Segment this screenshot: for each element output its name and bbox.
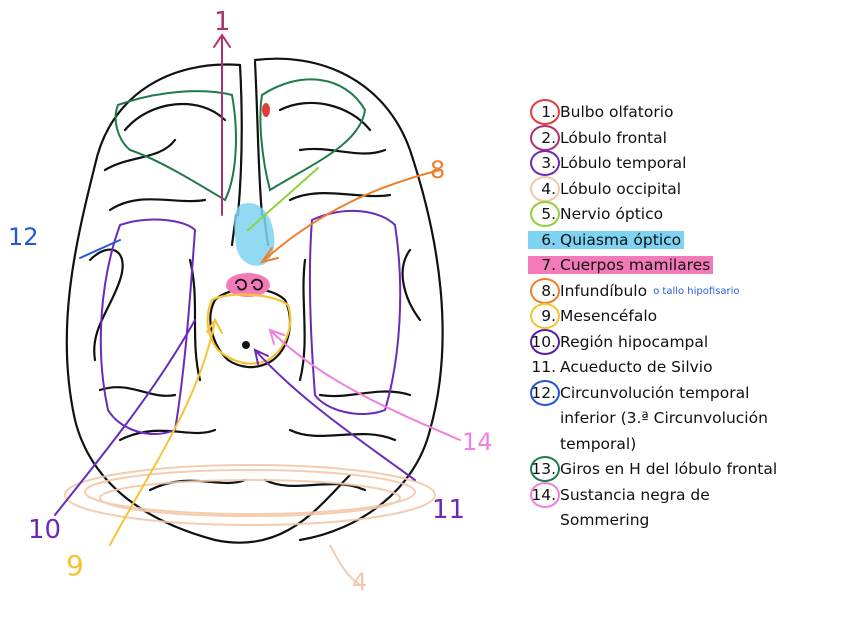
olfactory-bulb-mark <box>262 103 270 117</box>
legend-item-text: Mesencéfalo <box>560 307 658 325</box>
legend-ring <box>530 456 560 482</box>
legend-item-text: Circunvolución temporal <box>560 383 750 402</box>
legend-item: 4.Lóbulo occipital <box>528 175 828 203</box>
legend-ring <box>530 328 560 355</box>
legend-item-text: Nervio óptico <box>560 205 664 223</box>
legend-ring <box>530 481 560 508</box>
legend-item: 7.Cuerpos mamilares <box>528 253 828 279</box>
legend-item-number: 6. <box>541 230 556 249</box>
legend-item-text: Giros en H del lóbulo frontal <box>560 460 778 478</box>
legend-item: 6.Quiasma óptico <box>528 228 828 254</box>
legend-ring <box>530 201 560 227</box>
legend-item-text: Lóbulo occipital <box>560 179 682 198</box>
legend-ring <box>530 379 560 406</box>
legend-item-text: Lóbulo frontal <box>560 128 667 147</box>
legend-item: 12.Circunvolución temporal <box>528 379 828 407</box>
callout-14: 14 <box>462 428 493 456</box>
callout-8: 8 <box>430 156 445 184</box>
legend-item-text: Lóbulo temporal <box>560 154 687 172</box>
aqueduct-mark <box>242 341 250 349</box>
legend-item-text: Sommering <box>560 511 650 529</box>
callout-9: 9 <box>66 549 84 582</box>
legend-ring <box>530 277 560 304</box>
callout-2: 1 <box>214 7 231 37</box>
arrows <box>54 33 461 546</box>
legend-item: 2.Lóbulo frontal <box>528 124 828 152</box>
legend-item-number: 7. <box>541 256 556 274</box>
legend-item: temporal) <box>528 432 828 458</box>
legend-item: inferior (3.ª Circunvolución <box>528 406 828 432</box>
legend-ring <box>530 124 560 151</box>
legend-item-text: Bulbo olfatorio <box>560 103 674 121</box>
legend-item: Sommering <box>528 508 828 534</box>
legend-item: 14.Sustancia negra de <box>528 481 828 509</box>
legend-item-text: temporal) <box>560 434 637 453</box>
legend-item: 10.Región hipocampal <box>528 328 828 356</box>
legend-item-text: Región hipocampal <box>560 332 709 351</box>
mamillary-bodies-fill <box>226 273 270 297</box>
legend-item: 13.Giros en H del lóbulo frontal <box>528 456 828 483</box>
optic-chiasm-fill <box>234 202 275 266</box>
legend-item-text: Quiasma óptico <box>560 230 682 249</box>
legend-item-text: Infundíbulo <box>560 281 648 300</box>
legend-item-text: Sustancia negra de <box>560 485 710 504</box>
legend-item-text: Cuerpos mamilares <box>560 256 711 274</box>
callout-11: 11 <box>432 495 465 525</box>
legend-note: o tallo hipofisario <box>653 285 740 297</box>
callout-10: 10 <box>28 515 61 545</box>
legend-ring <box>530 303 560 329</box>
callout-12: 12 <box>8 223 39 251</box>
legend-ring <box>530 99 560 125</box>
legend-item: 1.Bulbo olfatorio <box>528 99 828 126</box>
legend-item-number: 11. <box>531 358 556 376</box>
legend-item-text: Acueducto de Silvio <box>560 358 713 376</box>
legend-ring <box>530 150 560 176</box>
legend-item-text: inferior (3.ª Circunvolución <box>560 409 768 427</box>
frontal-h-gyri-outline <box>114 78 367 202</box>
legend-item: 3.Lóbulo temporal <box>528 150 828 177</box>
legend-item: 5.Nervio óptico <box>528 201 828 228</box>
legend-item: 11.Acueducto de Silvio <box>528 355 828 381</box>
legend-ring <box>530 175 560 202</box>
callout-4: 4 <box>352 568 367 596</box>
legend-item: 9.Mesencéfalo <box>528 303 828 330</box>
occipital-lobe-scribble <box>64 464 436 586</box>
mamillary-bodies-outline <box>235 278 263 291</box>
